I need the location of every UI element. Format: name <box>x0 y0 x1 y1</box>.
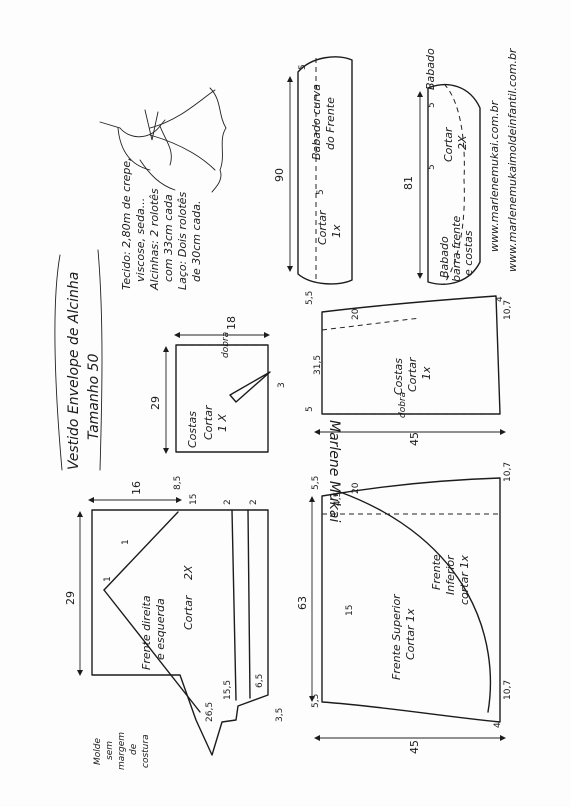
frente-skirt-e: 10,7 <box>503 462 513 482</box>
costas-skirt-h: 31,5 <box>313 355 323 375</box>
costas-top-label1: Costas <box>186 411 199 448</box>
frente-skirt-g: 4 <box>493 722 503 728</box>
website-line2: www.marlenemukaimoldeinfantil.com.br <box>506 47 519 272</box>
note-line2: sem <box>105 741 115 760</box>
costas-skirt-top: 20 <box>351 308 361 320</box>
costas-skirt-label2: Cortar <box>406 356 419 392</box>
frente-top-h: 29 <box>64 591 77 605</box>
title-block: Vestido Envelope de Alcinha Tamanho 50 <box>66 272 102 470</box>
fabric-tecido2: viscose, seda... <box>134 198 147 282</box>
seam-note: Molde sem margem de costura <box>93 732 151 770</box>
frente-top-a: 8,5 <box>173 476 183 490</box>
costas-top-w: 18 <box>225 316 238 330</box>
fabric-tecido: Tecido: 2,80m de crepe, <box>120 157 133 290</box>
babado-barra-label3: e costas <box>462 230 475 276</box>
babado-barra-w: 5 <box>427 164 437 170</box>
frente-top-c: 2 <box>223 499 233 505</box>
piece-frente-top: 29 16 8,5 15 2 2 26,5 15,5 6,5 3,5 1 1 F… <box>64 476 285 756</box>
piece-costas-skirt: 45 31,5 20 4 10,7 5,5 5 dobra Costas Cor… <box>305 291 513 446</box>
babado-barra-label2: barra frente <box>450 216 463 282</box>
frente-top-b: 15 <box>189 494 199 505</box>
frente-top-label4: 2X <box>182 565 195 580</box>
costas-top-h: 29 <box>149 396 162 410</box>
costas-top-label3: 1 X <box>216 414 229 432</box>
website-line1: www.marlenemukai.com.br <box>488 99 501 252</box>
frente-skirt-d: 5,5 <box>311 694 321 708</box>
frente-top-g: 6,5 <box>255 674 265 688</box>
costas-skirt-b: 5 <box>305 406 315 412</box>
babado-frente-cut1: Cortar <box>316 209 329 245</box>
frente-top-f: 15,5 <box>223 680 233 700</box>
fabric-laco2: de 30cm cada. <box>190 200 203 282</box>
babado-frente-top: 5 <box>298 64 308 70</box>
frente-top-label1: Frente direita <box>140 595 153 670</box>
costas-skirt-w: 45 <box>408 432 421 446</box>
costas-top-dart: 3 <box>277 382 287 388</box>
frente-skirt-label3: cortar 1x <box>458 555 471 605</box>
piece-frente-skirt: 63 45 20 4,5 15 5,5 5,5 10,7 10,7 4 Fren… <box>296 462 513 754</box>
frente-skirt-f: 10,7 <box>503 680 513 700</box>
note-line3: margem <box>117 732 127 770</box>
piece-costas-top: 18 29 3 dobra Costas Cortar 1 X <box>149 316 287 454</box>
frente-top-j: 1 <box>121 539 131 545</box>
costas-skirt-label3: 1x <box>420 366 433 380</box>
costas-top-label2: Cortar <box>202 404 215 440</box>
frente-skirt-top: 20 <box>351 482 361 494</box>
title-line1: Vestido Envelope de Alcinha <box>66 272 82 470</box>
website-block: www.marlenemukai.com.br www.marlenemukai… <box>488 47 519 272</box>
fabric-laco: Laço: Dois rolotês <box>176 192 189 290</box>
costas-skirt-fold: dobra <box>398 392 408 418</box>
costas-skirt-side: 4 <box>495 296 505 302</box>
frente-top-e: 26,5 <box>205 702 215 722</box>
frente-top-label3: Cortar <box>182 594 195 630</box>
frente-skirt-c: 5,5 <box>311 476 321 490</box>
babado-barra-cut1: Cortar <box>442 126 455 162</box>
babado-frente-label1: Babado curva <box>310 84 323 160</box>
babado-frente-label2: do Frente <box>324 97 337 150</box>
frente-skirt-w: 45 <box>408 740 421 754</box>
note-line4: de <box>129 743 139 755</box>
fabric-alcinhas2: com 33cm cada <box>162 194 175 282</box>
title-frame <box>54 249 103 471</box>
costas-skirt-hem: 10,7 <box>503 300 513 320</box>
costas-skirt-label1: Costas <box>392 358 405 395</box>
frente-skirt-label2: Inferior <box>444 554 457 595</box>
frente-top-i: 1 <box>103 576 113 582</box>
frente-skirt-label1: Frente <box>430 554 443 590</box>
costas-skirt-c: 5,5 <box>305 291 315 305</box>
piece-babado-frente: 90 5 5 Babado curva do Frente Cortar 1x <box>273 56 353 285</box>
dress-sketch <box>99 87 227 193</box>
frente-skirt-label4: Frente Superior <box>390 593 403 680</box>
frente-top-d: 2 <box>249 499 259 505</box>
babado-frente-len: 90 <box>273 168 286 182</box>
babado-frente-cut2: 1x <box>330 224 343 238</box>
note-line1: Molde <box>93 738 103 765</box>
fabric-notes: Tecido: 2,80m de crepe, viscose, seda...… <box>120 157 203 291</box>
frente-top-label2: e esquerda <box>154 598 167 660</box>
babado-barra-label1: Babado <box>424 48 437 90</box>
frente-top-w: 16 <box>130 481 143 495</box>
frente-skirt-h: 63 <box>296 596 309 610</box>
babado-barra-label1b: Babado <box>438 236 451 278</box>
signature: Marlene Mukai <box>326 420 342 522</box>
costas-top-fold: dobra <box>221 332 231 358</box>
frente-skirt-a: 4,5 <box>333 492 343 506</box>
title-line2: Tamanho 50 <box>86 353 102 440</box>
piece-babado-barra: 81 5 5 Babado Babado barra frente e cost… <box>402 48 481 285</box>
frente-top-h2: 3,5 <box>275 708 285 722</box>
fabric-alcinhas: Alcinhas: 2 rolotês <box>148 188 161 291</box>
frente-skirt-b: 15 <box>345 605 355 616</box>
note-line5: costura <box>141 734 151 768</box>
babado-barra-cut2: 2X <box>456 135 469 150</box>
babado-barra-top: 5 <box>427 102 437 108</box>
babado-frente-w: 5 <box>316 189 326 195</box>
babado-barra-len: 81 <box>402 176 415 190</box>
frente-skirt-label5: Cortar 1x <box>404 608 417 660</box>
